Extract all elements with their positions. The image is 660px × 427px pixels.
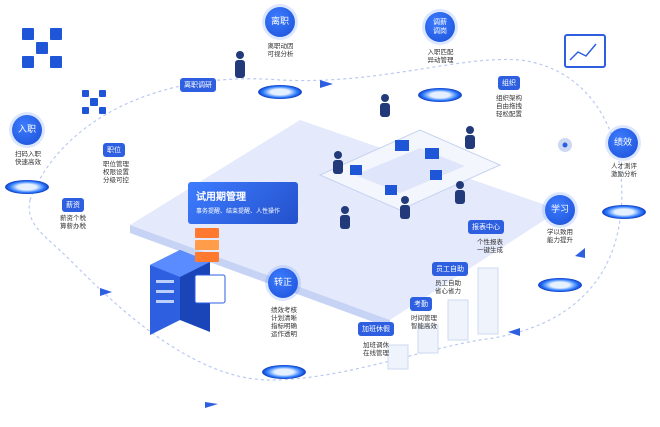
monitor bbox=[350, 165, 362, 175]
tag-salary[interactable]: 薪资 bbox=[62, 198, 84, 212]
probation-subtitle: 事务提醒、结束提醒、人性操作 bbox=[196, 208, 281, 215]
tag-report[interactable]: 报表中心 bbox=[468, 220, 504, 234]
arrow-icon bbox=[100, 288, 112, 296]
node-regularization[interactable]: 转正 bbox=[268, 268, 298, 298]
probation-banner bbox=[188, 182, 298, 224]
central-stage-edge bbox=[130, 225, 390, 328]
regularization-desc: 绩效考核 计划清晰 指标明确 运作透明 bbox=[271, 306, 297, 338]
organization-desc: 组织架构 自由拖拽 轻松配置 bbox=[496, 94, 522, 118]
learning-platform bbox=[538, 278, 582, 292]
doc-panel bbox=[195, 228, 219, 238]
conference-table-hole bbox=[355, 148, 465, 193]
transfer-desc: 入职匹配 异动管理 bbox=[427, 48, 454, 64]
tag-self-service[interactable]: 员工自助 bbox=[432, 262, 468, 276]
qr-code-icon bbox=[22, 28, 62, 68]
probation-title: 试用期管理 bbox=[196, 192, 246, 203]
resignation-desc: 离职动因 可视分析 bbox=[267, 42, 294, 58]
tag-position[interactable]: 职位 bbox=[103, 143, 125, 157]
tag-attendance[interactable]: 考勤 bbox=[410, 297, 432, 311]
self-service-desc: 员工自助 省心省力 bbox=[435, 279, 461, 295]
qr-code-icon bbox=[82, 90, 106, 114]
doc-panel bbox=[195, 240, 219, 250]
report-bars bbox=[387, 267, 499, 370]
person-figure bbox=[235, 51, 475, 229]
node-onboarding[interactable]: 入职 bbox=[12, 115, 42, 145]
flow-path bbox=[28, 58, 623, 381]
tag-resignation-survey[interactable]: 离职调研 bbox=[180, 78, 216, 92]
tag-organization[interactable]: 组织 bbox=[498, 76, 520, 90]
node-resignation[interactable]: 离职 bbox=[265, 7, 295, 37]
onboarding-desc: 扫码入职 快速高效 bbox=[15, 150, 41, 166]
performance-desc: 人才測评 激励分析 bbox=[611, 162, 637, 178]
monitor bbox=[395, 140, 409, 151]
arrow-icon bbox=[575, 248, 585, 258]
position-desc: 职位管理 权限设置 分级可控 bbox=[103, 160, 129, 184]
regularization-platform bbox=[262, 365, 306, 379]
node-learning[interactable]: 学习 bbox=[545, 195, 575, 225]
server-slot bbox=[156, 300, 174, 303]
arrow-icon bbox=[508, 328, 520, 336]
doc-panel bbox=[195, 252, 219, 262]
learning-desc: 学以致用 能力提升 bbox=[547, 228, 573, 244]
resignation-platform bbox=[258, 85, 302, 99]
node-transfer[interactable]: 调薪 调岗 bbox=[425, 12, 455, 42]
arrow-icon bbox=[320, 80, 333, 88]
salary-desc: 薪资个税 算薪办税 bbox=[60, 214, 86, 230]
node-performance[interactable]: 绩效 bbox=[608, 128, 638, 158]
finance-chart-line bbox=[569, 43, 597, 61]
doc-panel bbox=[194, 274, 226, 304]
server-slot bbox=[156, 290, 174, 293]
tag-overtime[interactable]: 加班休假 bbox=[358, 322, 394, 336]
finance-monitor bbox=[564, 34, 606, 68]
arrow-icon bbox=[205, 402, 218, 408]
monitor bbox=[430, 170, 442, 180]
overtime-desc: 加班调休 在线管理 bbox=[363, 341, 389, 357]
onboarding-platform bbox=[5, 180, 49, 194]
server-slot bbox=[156, 280, 174, 283]
transfer-platform bbox=[418, 88, 462, 102]
performance-platform bbox=[602, 205, 646, 219]
report-desc: 个性报表 一键生成 bbox=[477, 238, 503, 254]
attendance-desc: 时间管理 智能高效 bbox=[411, 314, 437, 330]
monitor bbox=[385, 185, 397, 195]
robot-eye bbox=[562, 142, 568, 148]
monitor bbox=[425, 148, 439, 159]
